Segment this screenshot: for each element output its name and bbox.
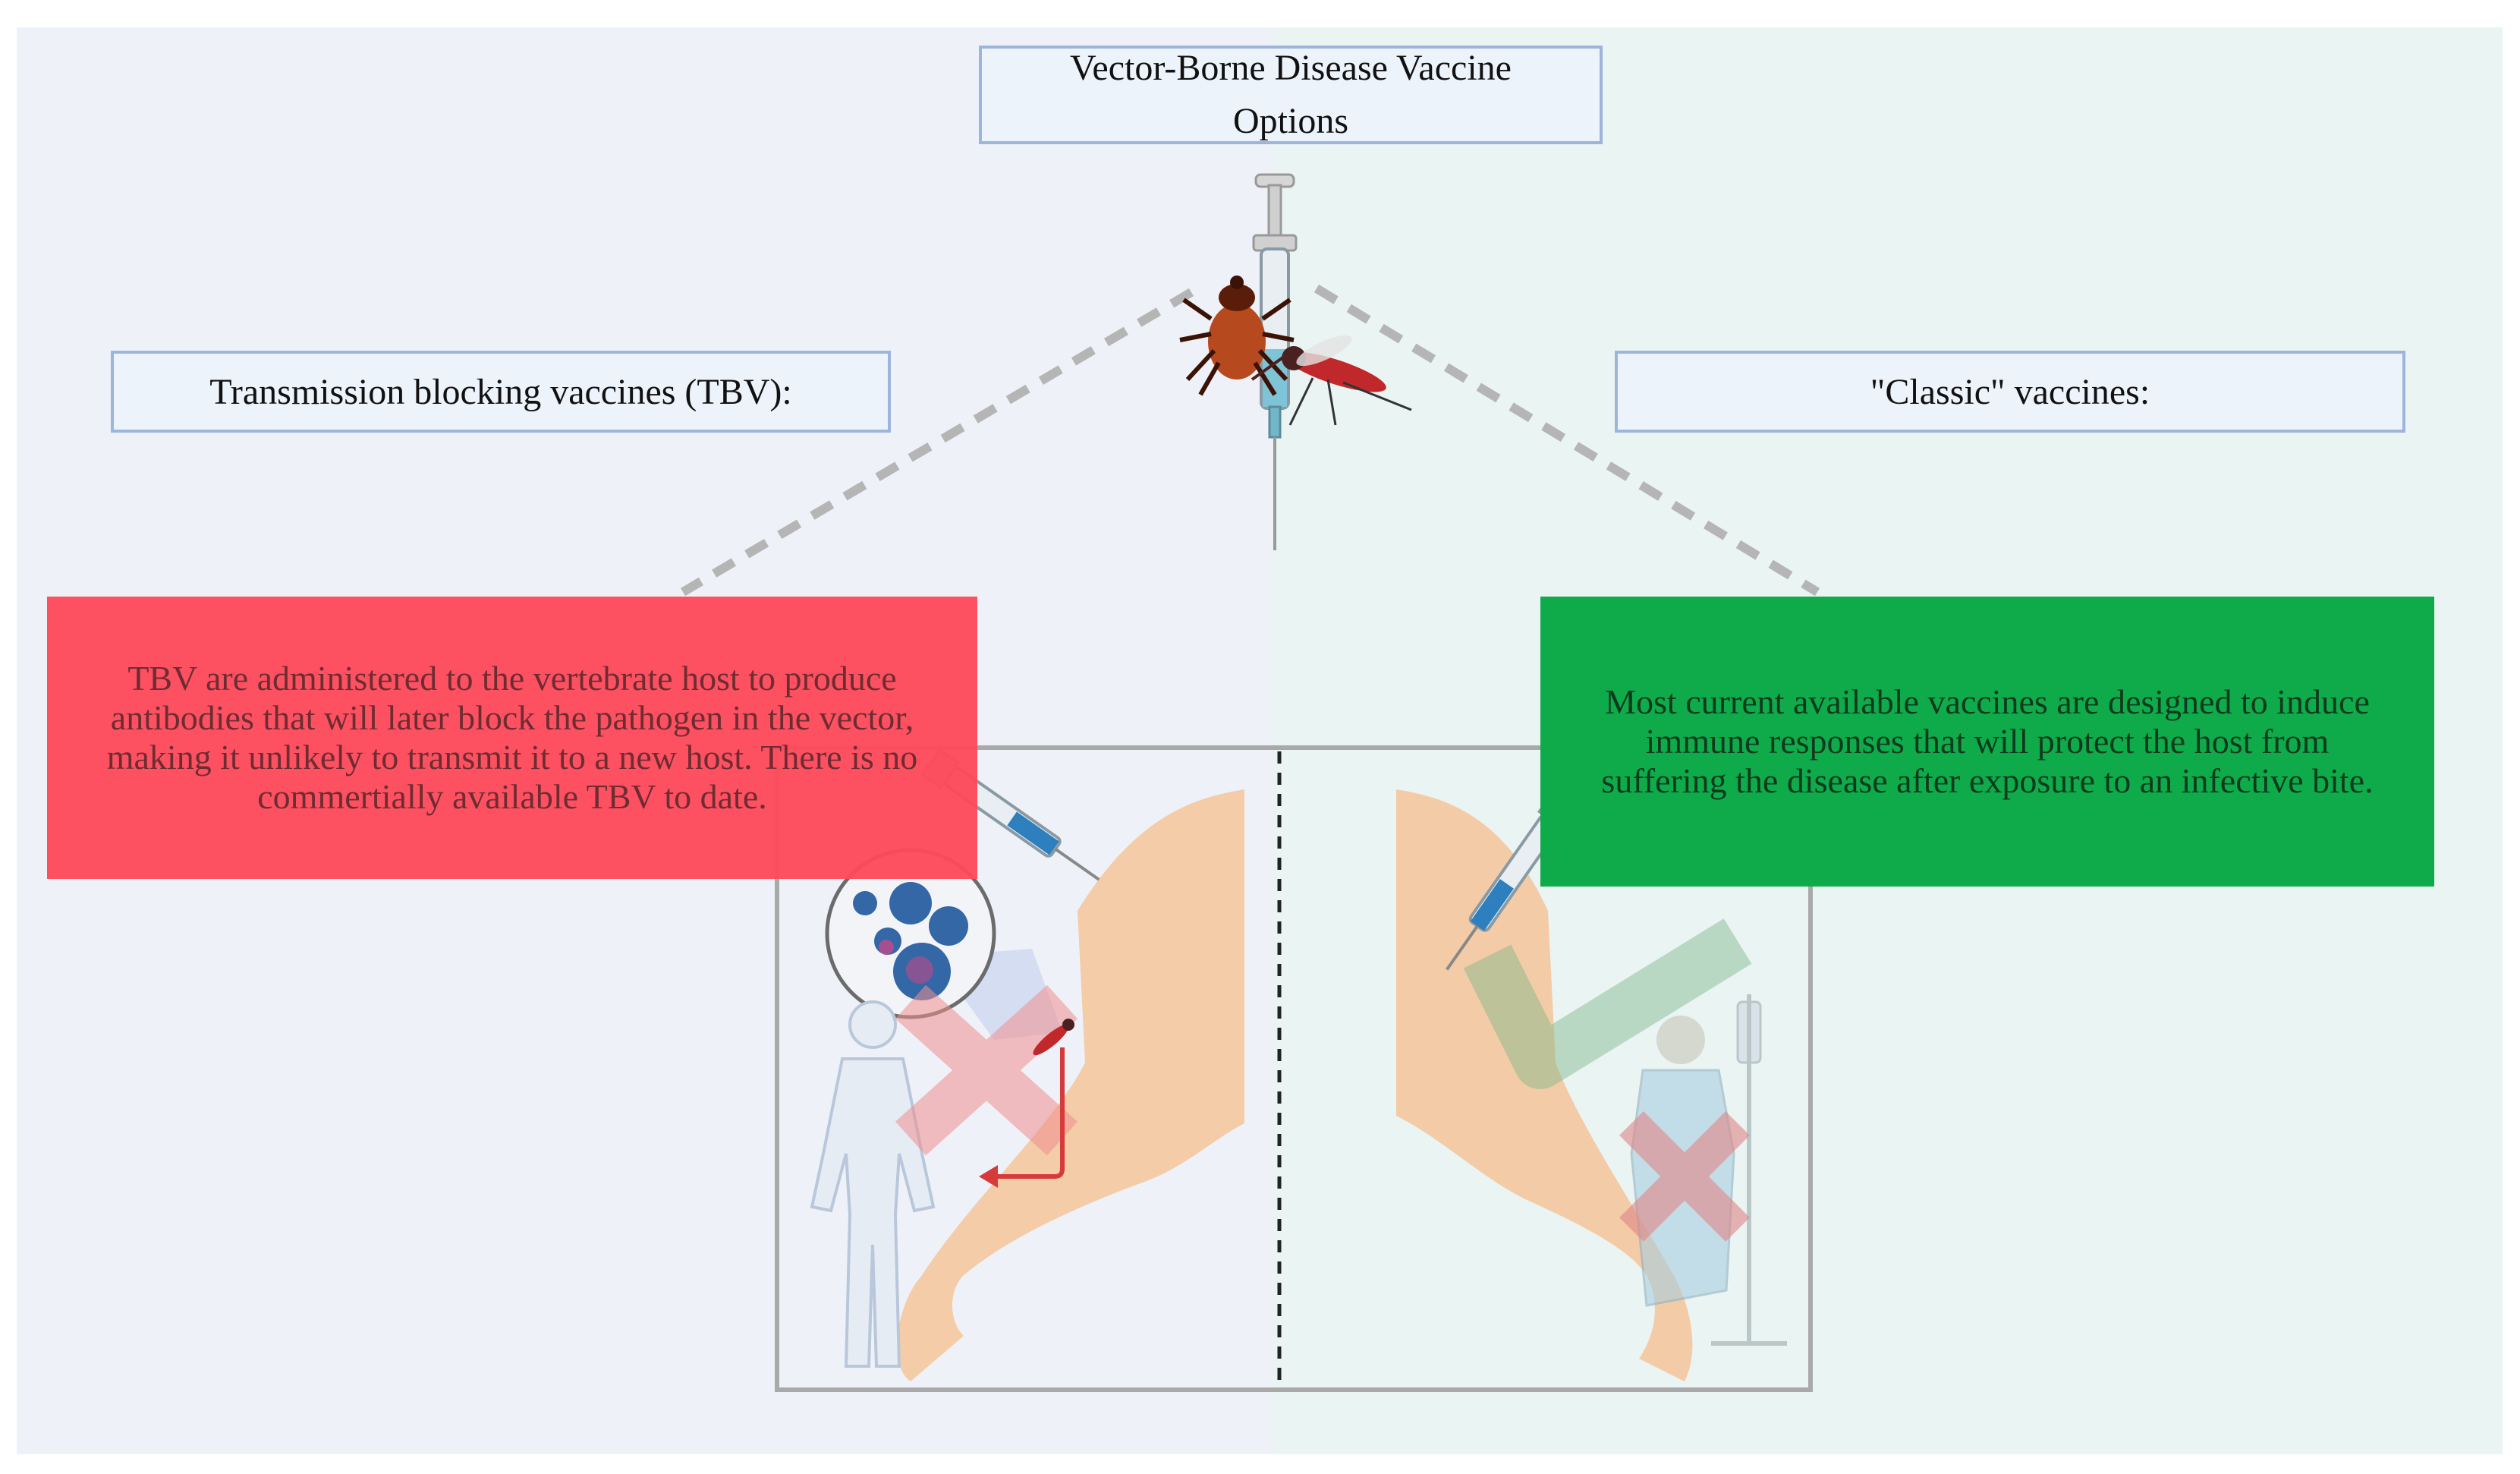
classic-vaccines-label: "Classic" vaccines: <box>1615 351 2405 433</box>
x-mark-icon <box>1619 1111 1750 1242</box>
checkmark-icon <box>1463 918 1752 1089</box>
diagram-title: Vector-Borne Disease Vaccine Options <box>979 46 1603 144</box>
arrow-head <box>979 1165 998 1188</box>
tick-icon <box>1179 276 1295 396</box>
transmission-arrow <box>986 1047 1065 1179</box>
mosquito-icon <box>1033 1019 1074 1056</box>
tbv-label: Transmission blocking vaccines (TBV): <box>111 351 891 433</box>
connector-line-left <box>680 288 1194 597</box>
tbv-description: TBV are administered to the vertebrate h… <box>47 597 977 879</box>
mosquito-icon <box>1251 335 1412 426</box>
human-figure-icon <box>810 1000 936 1368</box>
illustration-frame <box>775 745 1813 1392</box>
x-mark-icon <box>895 984 1078 1156</box>
connector-line-right <box>1313 284 1820 597</box>
classic-vaccines-description: Most current available vaccines are desi… <box>1540 597 2434 887</box>
